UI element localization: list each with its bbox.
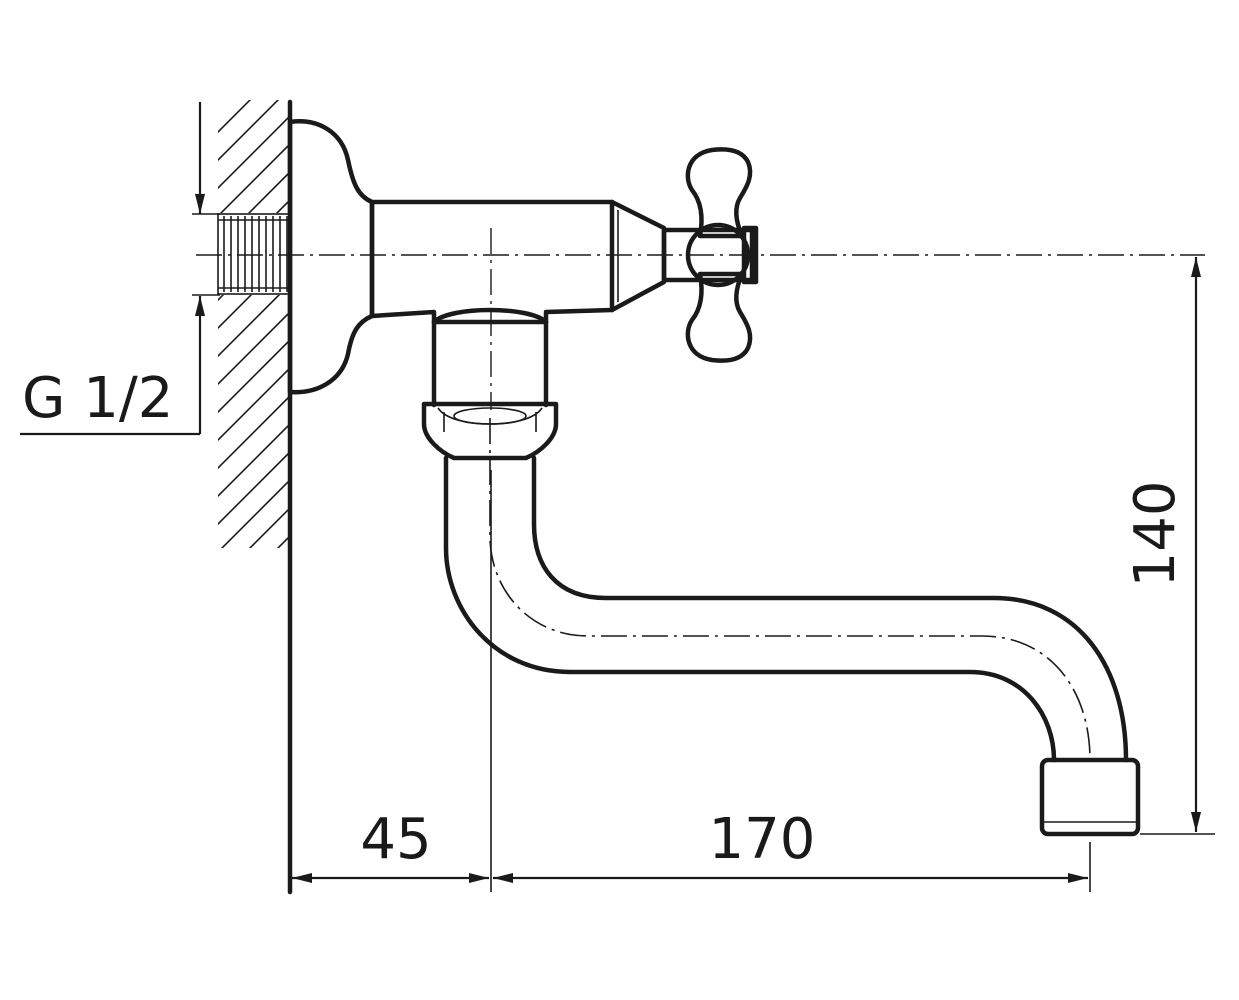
handle-lower-wing[interactable] xyxy=(685,271,753,363)
escutcheon xyxy=(287,119,375,395)
valve-body xyxy=(369,199,667,408)
dim-140-label: 140 xyxy=(1123,481,1188,588)
centerlines xyxy=(196,228,1205,892)
thread-size-label: G 1/2 xyxy=(22,366,173,431)
handle-upper-wing[interactable] xyxy=(685,147,753,239)
spout-centerline xyxy=(489,418,1091,761)
spout-pipe xyxy=(443,418,1129,763)
horizontal-dimensions: 45 170 xyxy=(292,807,1088,883)
dim-45-label: 45 xyxy=(360,807,431,872)
vertical-dimension: 140 xyxy=(1123,257,1215,835)
aerator xyxy=(1039,757,1141,837)
wall xyxy=(215,99,293,895)
dim-170-label: 170 xyxy=(709,807,816,872)
spout-outer-edge xyxy=(443,455,1057,763)
spout-inner-edge xyxy=(531,455,1129,763)
thread-dimension: G 1/2 xyxy=(20,102,220,436)
threaded-inlet xyxy=(217,213,291,295)
